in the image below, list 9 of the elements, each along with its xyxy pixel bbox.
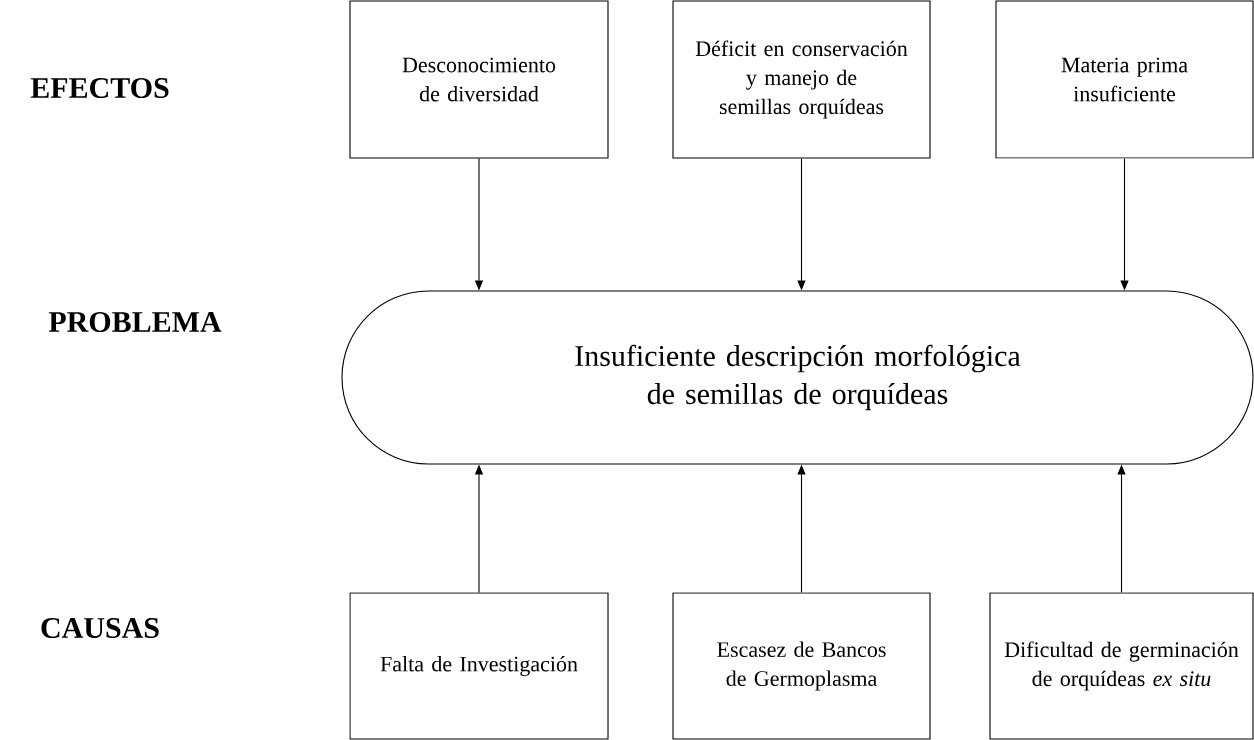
row-heading: PROBLEMA — [48, 311, 222, 333]
cause-box: Falta de Investigación — [349, 592, 609, 740]
cause-box: Escasez de Bancos de Germoplasma — [672, 592, 931, 740]
row-heading: EFECTOS — [30, 77, 169, 99]
effect-box: Materia prima insuficiente — [995, 0, 1254, 159]
cause-box: Dificultad de germinación de orquídeas ex situ — [989, 592, 1254, 740]
effect-box: Déficit en conservación y manejo de semillas orquídeas — [672, 0, 931, 159]
effect-box: Desconocimiento de diversidad — [349, 0, 609, 159]
row-heading: CAUSAS — [41, 617, 159, 639]
